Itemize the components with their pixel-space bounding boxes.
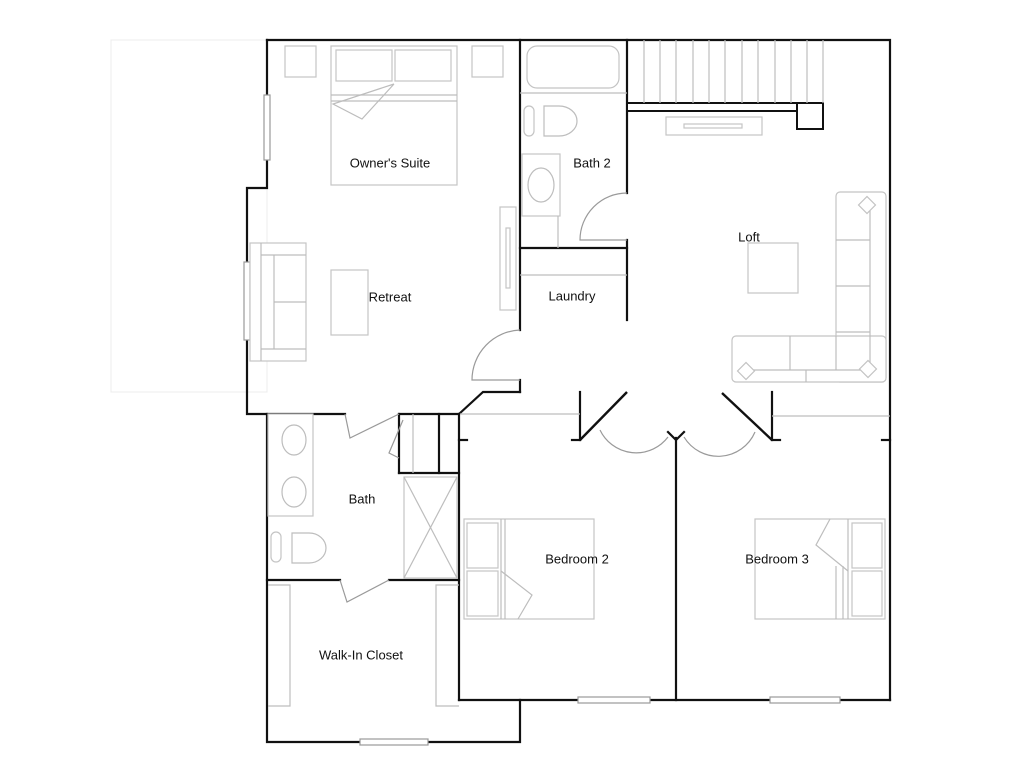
doors	[339, 192, 773, 603]
bedroom-2-bed	[463, 518, 595, 620]
room-label-bedroom-3: Bedroom 3	[745, 551, 809, 567]
owners-suite-furniture	[249, 45, 517, 362]
bath-2-fixtures	[520, 45, 627, 248]
room-label-bath-2: Bath 2	[573, 155, 611, 171]
closet-shelving	[268, 584, 459, 707]
loft-furniture	[460, 116, 890, 417]
room-label-walk-in-closet: Walk-In Closet	[318, 647, 404, 663]
bedroom-3-bed	[754, 518, 886, 620]
windows	[243, 94, 841, 746]
room-label-laundry: Laundry	[548, 288, 596, 304]
room-label-bath: Bath	[348, 491, 376, 507]
room-label-retreat: Retreat	[368, 289, 412, 305]
owners-bath-fixtures	[267, 413, 458, 579]
room-label-owners-suite: Owner's Suite	[349, 155, 431, 171]
room-label-bedroom-2: Bedroom 2	[545, 551, 609, 567]
room-label-loft: Loft	[738, 229, 760, 245]
interior-walls	[265, 38, 892, 702]
stairs	[643, 40, 824, 103]
exterior-area-outline	[110, 39, 268, 393]
